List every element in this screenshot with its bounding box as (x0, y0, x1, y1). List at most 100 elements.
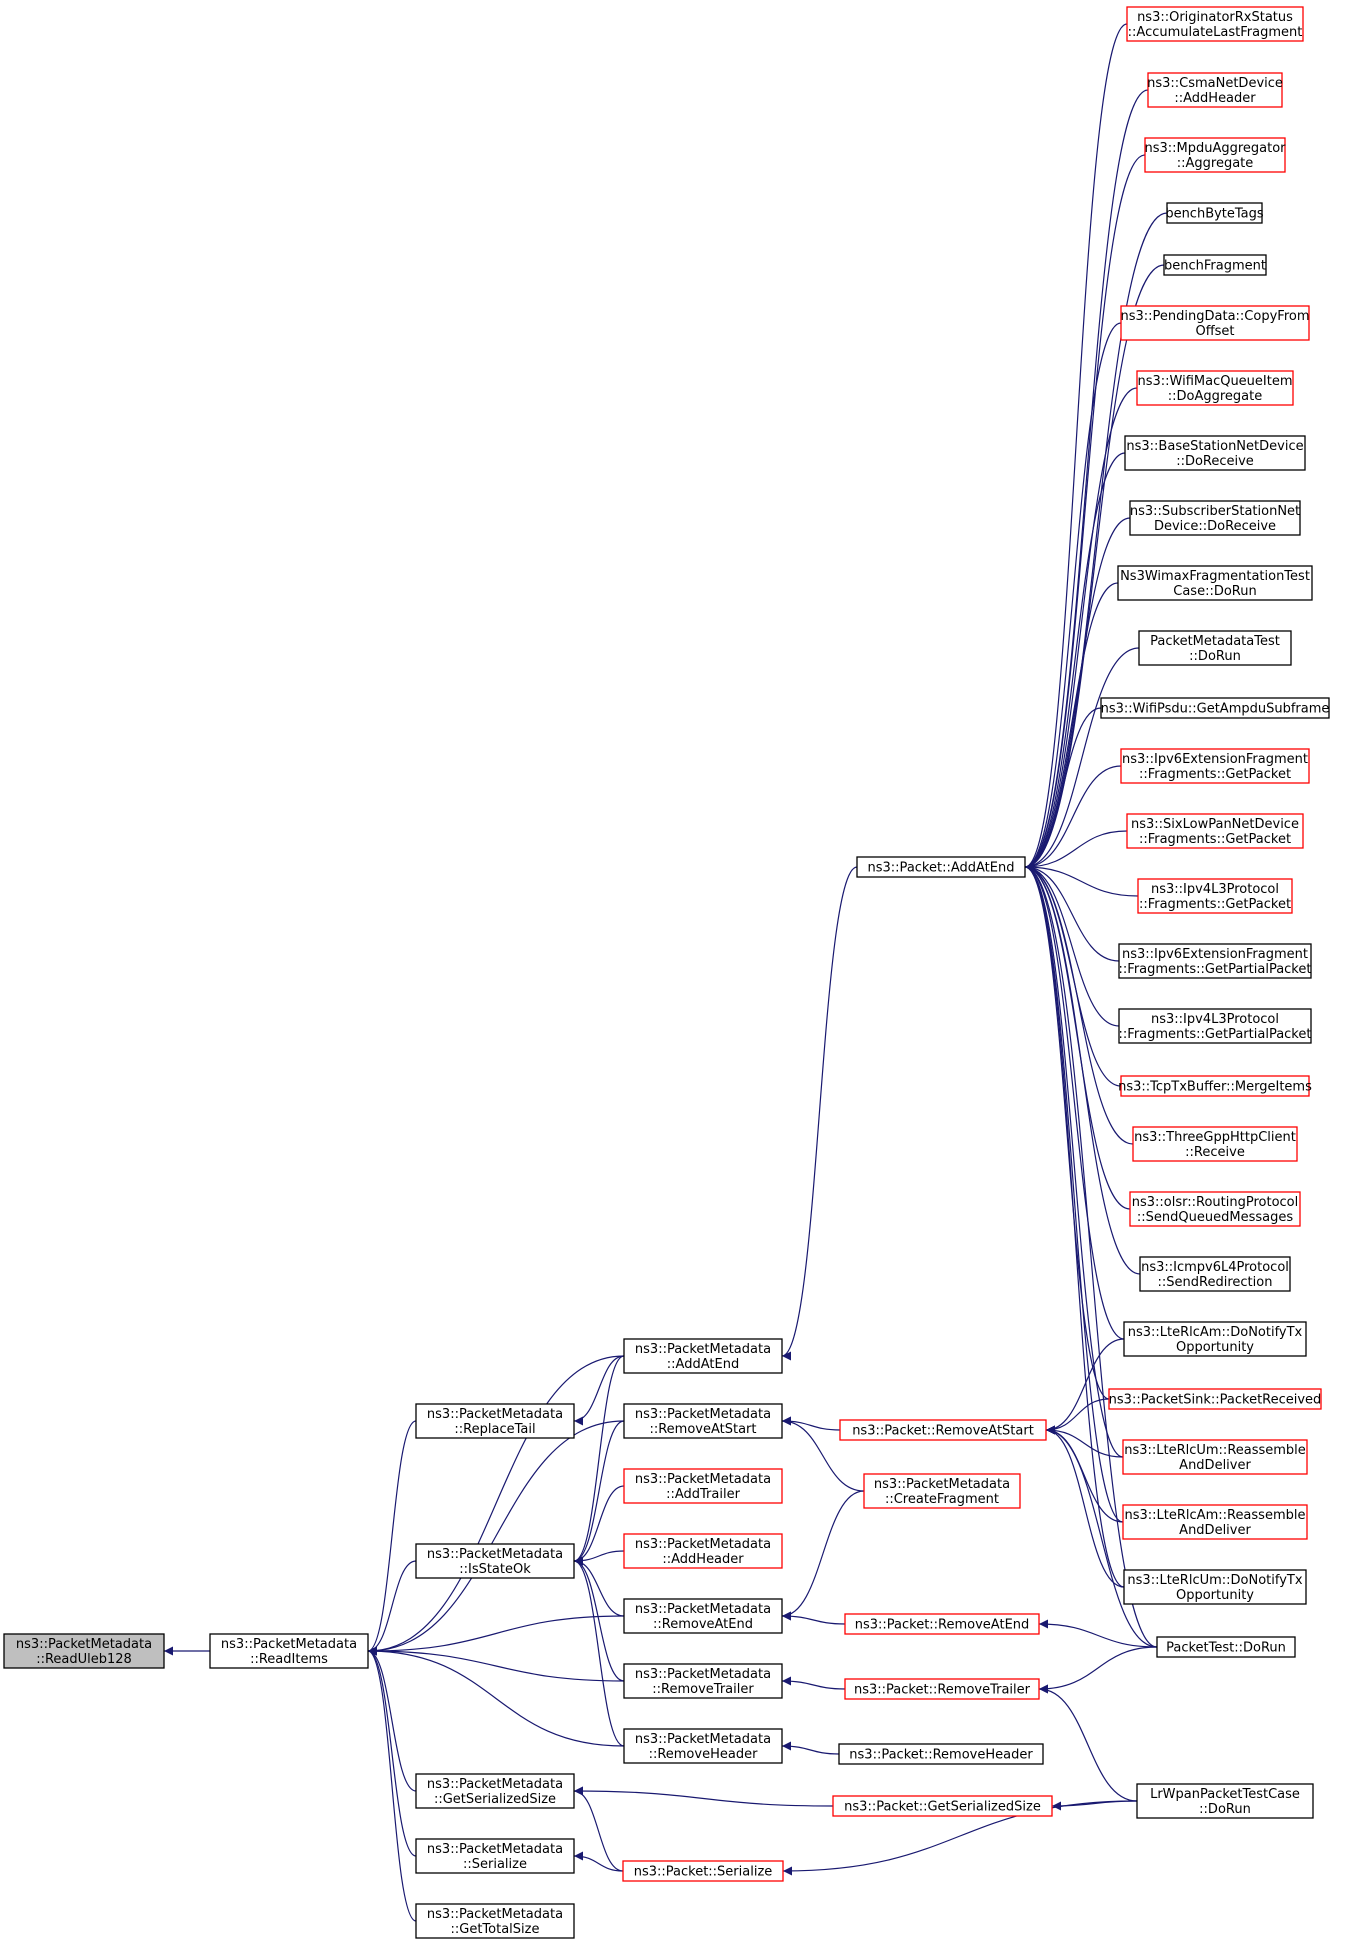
node-label: ns3::WifiPsdu::GetAmpduSubframe (1101, 702, 1330, 717)
graph-node-c1[interactable]: ns3::OriginatorRxStatus::AccumulateLastF… (1126, 6, 1304, 42)
graph-node-pAddAtEnd[interactable]: ns3::Packet::AddAtEnd (856, 856, 1026, 878)
graph-node-isStateOk[interactable]: ns3::PacketMetadata::IsStateOk (415, 1543, 575, 1579)
graph-node-c11[interactable]: PacketMetadataTest::DoRun (1138, 630, 1292, 666)
graph-node-getTotalSize[interactable]: ns3::PacketMetadata::GetTotalSize (415, 1903, 575, 1939)
graph-node-getSerializedSize[interactable]: ns3::PacketMetadata::GetSerializedSize (415, 1773, 575, 1809)
node-box (1122, 1439, 1308, 1475)
graph-node-pmRemoveTrailer[interactable]: ns3::PacketMetadata::RemoveTrailer (623, 1663, 783, 1699)
node-box (1117, 565, 1313, 601)
graph-node-readItems[interactable]: ns3::PacketMetadata::ReadItems (209, 1633, 369, 1669)
node-label: ::DoReceive (1176, 454, 1254, 469)
edge-pmRemoveHeader-to-isStateOk (573, 1556, 625, 1747)
graph-node-pmAddHeader[interactable]: ns3::PacketMetadata::AddHeader (623, 1533, 783, 1569)
node-box (415, 1543, 575, 1579)
edge-c3-to-pAddAtEnd (1024, 154, 1146, 872)
graph-node-c2[interactable]: ns3::CsmaNetDevice::AddHeader (1147, 72, 1283, 108)
graph-node-c14[interactable]: ns3::SixLowPanNetDevice::Fragments::GetP… (1126, 813, 1304, 849)
edge-c8-to-pAddAtEnd (1024, 452, 1126, 872)
edge-c10-to-pAddAtEnd (1024, 582, 1119, 872)
edge-pmRemoveTrailer-to-isStateOk (573, 1556, 625, 1682)
graph-node-c16[interactable]: ns3::Ipv6ExtensionFragment::Fragments::G… (1118, 943, 1312, 979)
graph-node-pmAddAtEnd[interactable]: ns3::PacketMetadata::AddAtEnd (623, 1338, 783, 1374)
graph-node-c3[interactable]: ns3::MpduAggregator::Aggregate (1144, 137, 1286, 173)
node-box (1136, 1783, 1314, 1819)
graph-node-pRemoveAtStart[interactable]: ns3::Packet::RemoveAtStart (839, 1419, 1047, 1441)
node-label: ns3::PacketMetadata (427, 1547, 563, 1562)
node-box (1129, 500, 1301, 536)
graph-node-c12[interactable]: ns3::WifiPsdu::GetAmpduSubframe (1100, 697, 1330, 719)
graph-node-replaceTail[interactable]: ns3::PacketMetadata::ReplaceTail (415, 1403, 575, 1439)
node-box (623, 1598, 783, 1634)
node-box (856, 856, 1026, 878)
node-label: ns3::SixLowPanNetDevice (1131, 817, 1299, 832)
graph-node-pmRemoveHeader[interactable]: ns3::PacketMetadata::RemoveHeader (623, 1728, 783, 1764)
edge-c26-to-pAddAtEnd (1024, 862, 1125, 1588)
edge-pmRemoveAtStart-to-isStateOk (573, 1420, 625, 1566)
edge-getSerializedSize-to-readItems (367, 1646, 417, 1792)
graph-node-lrwpan[interactable]: LrWpanPacketTestCase::DoRun (1136, 1783, 1314, 1819)
node-label: ns3::CsmaNetDevice (1147, 76, 1283, 91)
node-label: Offset (1195, 324, 1234, 339)
node-label: ns3::LteRlcUm::Reassemble (1124, 1443, 1306, 1458)
graph-node-c20[interactable]: ns3::olsr::RoutingProtocol::SendQueuedMe… (1129, 1191, 1301, 1227)
graph-node-packetTest[interactable]: PacketTest::DoRun (1156, 1636, 1296, 1658)
node-box (1120, 748, 1310, 784)
node-label: ns3::Packet::RemoveAtEnd (855, 1618, 1030, 1633)
call-edges (164, 23, 1168, 1922)
edge-pRemoveHeader-to-pmRemoveHeader (781, 1741, 840, 1755)
node-label: ns3::Packet::RemoveAtStart (852, 1424, 1034, 1439)
node-label: ns3::PendingData::CopyFrom (1121, 309, 1310, 324)
node-box (1156, 1636, 1296, 1658)
node-label: ns3::Ipv4L3Protocol (1151, 1012, 1279, 1027)
graph-node-c18[interactable]: ns3::TcpTxBuffer::MergeItems (1118, 1075, 1312, 1097)
edge-c16-to-pAddAtEnd (1024, 862, 1120, 962)
graph-node-c4[interactable]: benchByteTags (1165, 202, 1264, 224)
node-label: ::Aggregate (1177, 156, 1254, 171)
graph-node-pRemoveAtEnd[interactable]: ns3::Packet::RemoveAtEnd (844, 1613, 1040, 1635)
node-label: ::RemoveHeader (649, 1747, 759, 1762)
node-label: PacketTest::DoRun (1166, 1641, 1286, 1656)
node-box (844, 1613, 1040, 1635)
node-box (839, 1419, 1047, 1441)
edge-c14-to-pAddAtEnd (1024, 830, 1128, 872)
edge-lrwpan-to-pRemoveTrailer (1038, 1684, 1138, 1802)
graph-node-pmAddTrailer[interactable]: ns3::PacketMetadata::AddTrailer (623, 1468, 783, 1504)
node-label: ::ReadItems (250, 1652, 328, 1667)
graph-node-pmRemoveAtStart[interactable]: ns3::PacketMetadata::RemoveAtStart (623, 1403, 783, 1439)
node-label: ns3::PacketMetadata (427, 1407, 563, 1422)
node-label: ns3::PacketMetadata (635, 1667, 771, 1682)
graph-node-c5[interactable]: benchFragment (1163, 254, 1267, 276)
node-label: ns3::PacketMetadata (427, 1907, 563, 1922)
edge-pmCreateFragment-to-pmRemoveAtStart (781, 1416, 865, 1492)
graph-node-c21[interactable]: ns3::Icmpv6L4Protocol::SendRedirection (1139, 1256, 1291, 1292)
graph-node-serialize[interactable]: ns3::PacketMetadata::Serialize (415, 1838, 575, 1874)
graph-node-c13[interactable]: ns3::Ipv6ExtensionFragment::Fragments::G… (1120, 748, 1310, 784)
graph-node-c17[interactable]: ns3::Ipv4L3Protocol::Fragments::GetParti… (1118, 1008, 1312, 1044)
graph-node-c9[interactable]: ns3::SubscriberStationNetDevice::DoRecei… (1129, 500, 1301, 536)
graph-node-pSerialize[interactable]: ns3::Packet::Serialize (622, 1860, 784, 1882)
node-box (832, 1795, 1053, 1817)
graph-node-pmCreateFragment[interactable]: ns3::PacketMetadata::CreateFragment (863, 1473, 1021, 1509)
graph-node-pmRemoveAtEnd[interactable]: ns3::PacketMetadata::RemoveAtEnd (623, 1598, 783, 1634)
node-label: ns3::OriginatorRxStatus (1137, 10, 1293, 25)
graph-node-pRemoveHeader[interactable]: ns3::Packet::RemoveHeader (838, 1743, 1044, 1765)
node-label: ns3::PacketMetadata (874, 1477, 1010, 1492)
graph-node-c8[interactable]: ns3::BaseStationNetDevice::DoReceive (1124, 435, 1306, 471)
graph-node-c15[interactable]: ns3::Ipv4L3Protocol::Fragments::GetPacke… (1137, 878, 1293, 914)
node-label: ::Fragments::GetPartialPacket (1119, 962, 1312, 977)
graph-node-c7[interactable]: ns3::WifiMacQueueItem::DoAggregate (1136, 370, 1294, 406)
graph-node-pRemoveTrailer[interactable]: ns3::Packet::RemoveTrailer (844, 1678, 1040, 1700)
node-label: PacketMetadataTest (1150, 634, 1280, 649)
graph-node-c19[interactable]: ns3::ThreeGppHttpClient::Receive (1132, 1126, 1298, 1162)
node-label: ::CreateFragment (885, 1492, 999, 1507)
node-box (623, 1728, 783, 1764)
graph-node-c23[interactable]: ns3::PacketSink::PacketReceived (1108, 1388, 1322, 1410)
node-label: ns3::Ipv6ExtensionFragment (1122, 947, 1308, 962)
graph-node-pGetSerializedSize[interactable]: ns3::Packet::GetSerializedSize (832, 1795, 1053, 1817)
